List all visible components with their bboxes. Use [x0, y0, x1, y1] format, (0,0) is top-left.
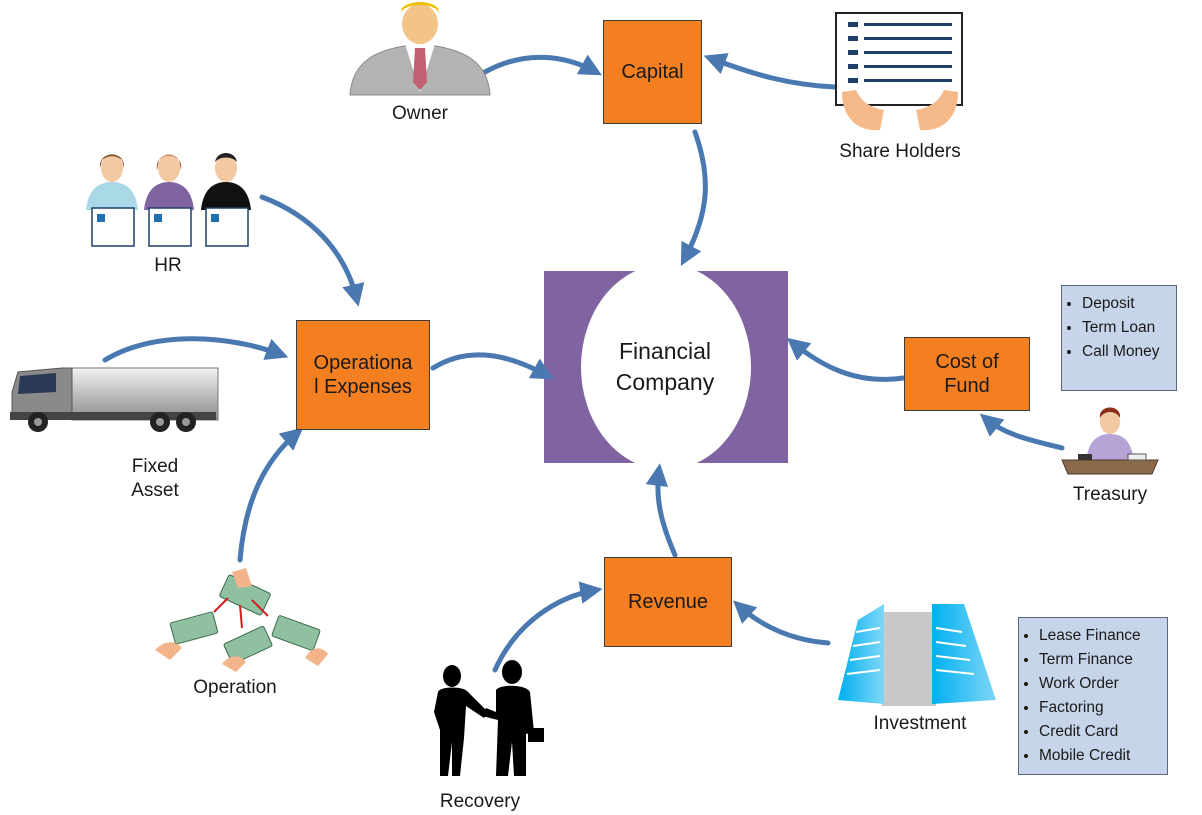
share-holders-label: Share Holders	[839, 141, 961, 162]
arrow-revenue-company	[645, 463, 678, 558]
flow-arrows	[102, 53, 1065, 673]
arrow-operation-operational	[237, 427, 304, 563]
list-item: Lease Finance	[1039, 624, 1159, 648]
cost-of-fund-box: Cost of Fund	[904, 337, 1030, 411]
operational-expenses-label-line1: Operationa	[313, 352, 413, 374]
arrow-operational-company	[430, 352, 554, 380]
arrow-treasury-costoffund	[979, 413, 1065, 451]
arrow-owner-capital	[482, 54, 602, 76]
treasury-label: Treasury	[1072, 484, 1148, 505]
fixed-asset-label-line2: Asset	[131, 480, 179, 501]
list-item: Term Loan	[1082, 316, 1168, 340]
center-label-line1: Financial	[618, 338, 712, 364]
list-item: Mobile Credit	[1039, 744, 1159, 768]
operational-expenses-label-line2: l Expenses	[314, 376, 412, 398]
hr-icon	[86, 153, 251, 247]
list-item: Call Money	[1082, 340, 1168, 364]
investment-types-list: Lease Finance Term Finance Work Order Fa…	[1018, 617, 1168, 775]
money-hands-icon	[155, 568, 328, 672]
list-item: Credit Card	[1039, 720, 1159, 744]
company-center-circle	[581, 264, 751, 470]
buildings-icon	[838, 604, 996, 706]
cost-of-fund-label-line1: Cost of	[935, 351, 999, 373]
fund-sources-list: Deposit Term Loan Call Money	[1061, 285, 1177, 391]
handshake-icon	[434, 660, 544, 776]
cost-of-fund-label-line2: Fund	[944, 375, 990, 397]
arrow-investment-revenue	[733, 600, 831, 646]
operational-expenses-box: Operationa l Expenses	[296, 320, 430, 430]
fixed-asset-label: Fixed Asset	[110, 455, 200, 503]
arrow-costoffund-company	[786, 337, 906, 382]
list-item: Work Order	[1039, 672, 1159, 696]
investment-label: Investment	[873, 713, 967, 734]
list-item: Term Finance	[1039, 648, 1159, 672]
list-item: Deposit	[1082, 292, 1168, 316]
arrow-recovery-revenue	[492, 581, 603, 673]
arrow-shareholders-capital	[703, 53, 838, 90]
recovery-label: Recovery	[439, 791, 521, 812]
capital-box: Capital	[603, 20, 702, 124]
arrow-fixedasset-operational	[102, 336, 289, 363]
operation-label: Operation	[193, 677, 277, 698]
center-label-line2: Company	[615, 369, 715, 395]
fixed-asset-label-line1: Fixed	[131, 456, 179, 477]
truck-icon	[10, 367, 219, 432]
revenue-box: Revenue	[604, 557, 732, 647]
hr-label: HR	[154, 255, 182, 276]
financial-company-label: Financial Company	[583, 336, 747, 398]
arrow-hr-operational	[259, 194, 365, 307]
list-item: Factoring	[1039, 696, 1159, 720]
capital-label: Capital	[621, 61, 684, 83]
financial-company-node	[544, 264, 788, 470]
owner-label: Owner	[392, 103, 448, 124]
revenue-label: Revenue	[627, 591, 709, 613]
owner-icon	[349, 2, 491, 96]
share-holders-icon	[835, 12, 963, 131]
treasury-icon	[1061, 407, 1159, 475]
arrow-capital-company	[680, 129, 708, 266]
